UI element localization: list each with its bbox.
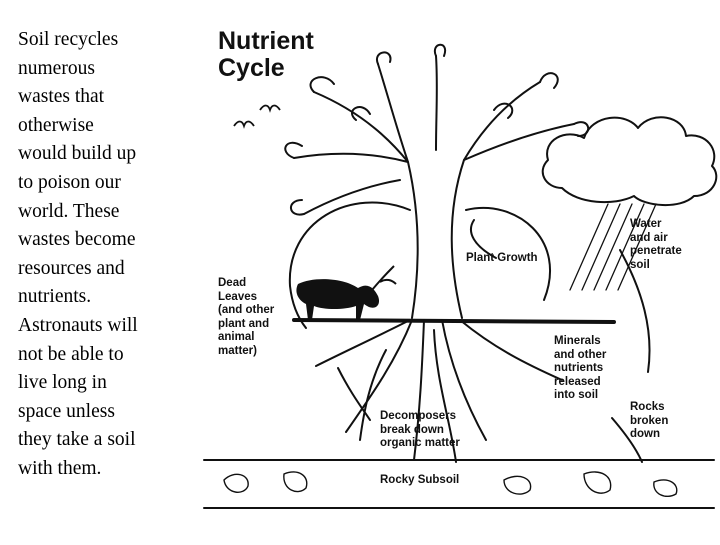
arrow-rocks xyxy=(611,417,643,463)
side-text: Soil recycles numerous wastes that other… xyxy=(18,29,138,479)
label-minerals: Minerals and other nutrients released in… xyxy=(554,335,607,401)
cloud-outline xyxy=(541,116,718,207)
label-decomposers: Decomposers break down organic matter xyxy=(380,410,460,449)
diagram-drawing xyxy=(203,43,718,509)
diagram-title: Nutrient Cycle xyxy=(218,27,314,82)
arrow-plant-growth xyxy=(469,219,497,259)
cycle-arrow-right xyxy=(465,207,551,301)
leaf-loops xyxy=(284,43,589,216)
label-rocks: Rocks broken down xyxy=(630,401,669,440)
cycle-arrow-left xyxy=(288,201,411,329)
rain-lines xyxy=(569,203,657,291)
arrow-water-soil xyxy=(619,249,651,373)
nutrient-cycle-diagram: Nutrient Cycle Water and air penetrate s… xyxy=(174,0,720,540)
animal-silhouette xyxy=(296,265,397,320)
label-water-air: Water and air penetrate soil xyxy=(630,218,682,271)
label-plant-growth: Plant Growth xyxy=(466,252,538,264)
tree-branches xyxy=(293,55,575,215)
tree-trunk xyxy=(407,159,465,319)
arrow-decomposers xyxy=(337,367,371,421)
birds xyxy=(233,104,281,129)
label-dead-leaves: Dead Leaves (and other plant and animal … xyxy=(218,277,275,357)
label-rocky-subsoil: Rocky Subsoil xyxy=(380,474,460,486)
ground-line xyxy=(292,318,616,324)
roots xyxy=(315,319,563,463)
subsoil-rocks xyxy=(223,471,678,498)
